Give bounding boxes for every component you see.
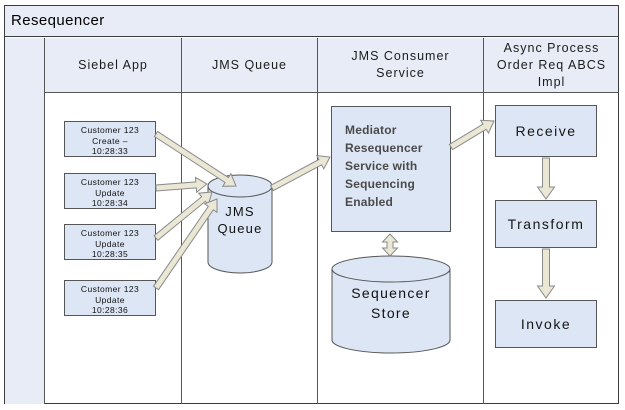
- header-bottom-border: [44, 92, 619, 93]
- event-timestamp: 10:28:34: [91, 198, 129, 208]
- event-line: Create –: [92, 135, 128, 146]
- lane-header-label: JMS Consumer Service: [351, 49, 450, 80]
- event-timestamp: 10:28:36: [91, 305, 129, 315]
- lane-header-label: Siebel App: [78, 57, 148, 72]
- lane-divider-consumer-abcs: [483, 38, 484, 404]
- lane-header-siebel-app: Siebel App: [45, 38, 181, 92]
- lane-divider-jmsqueue-consumer: [317, 38, 318, 404]
- event-box-update-10-28-34: Customer 123 Update 10:28:34: [64, 173, 156, 209]
- lane-header-label: Async Process Order Req ABCS Impl: [496, 40, 607, 89]
- event-line: Customer 123: [80, 125, 140, 135]
- lane-header-async-abcs-impl: Async Process Order Req ABCS Impl: [484, 38, 619, 92]
- left-gutter-column: [5, 92, 44, 404]
- lane-header-band: [5, 38, 618, 92]
- event-line: Customer 123: [80, 284, 140, 294]
- diagram-title: Resequencer: [11, 12, 105, 29]
- receive-box: Receive: [495, 105, 597, 157]
- diagram-title-bar: Resequencer: [5, 6, 618, 37]
- event-box-update-10-28-35: Customer 123 Update 10:28:35: [64, 224, 156, 260]
- sequencer-store-label: Sequencer Store: [351, 285, 431, 321]
- jms-queue-label: JMS Queue: [217, 204, 263, 236]
- event-line: Customer 123: [80, 228, 140, 238]
- event-line: Update: [95, 238, 125, 249]
- lane-divider-gutter: [44, 38, 45, 404]
- mediator-resequencer-box: Mediator Resequencer Service with Sequen…: [331, 106, 451, 232]
- event-line: Customer 123: [80, 177, 140, 187]
- event-timestamp: 10:28:33: [91, 146, 129, 156]
- lane-header-jms-consumer-service: JMS Consumer Service: [318, 38, 483, 92]
- transform-box: Transform: [495, 200, 597, 248]
- invoke-box: Invoke: [495, 300, 597, 348]
- event-line: Update: [95, 187, 125, 198]
- lane-header-jms-queue: JMS Queue: [182, 38, 317, 92]
- event-line: Update: [95, 294, 125, 305]
- event-box-update-10-28-36: Customer 123 Update 10:28:36: [64, 280, 156, 316]
- event-timestamp: 10:28:35: [91, 249, 129, 259]
- lane-header-label: JMS Queue: [211, 57, 287, 72]
- diagram-frame: [4, 5, 619, 404]
- event-box-create-10-28-33: Customer 123 Create – 10:28:33: [64, 121, 156, 157]
